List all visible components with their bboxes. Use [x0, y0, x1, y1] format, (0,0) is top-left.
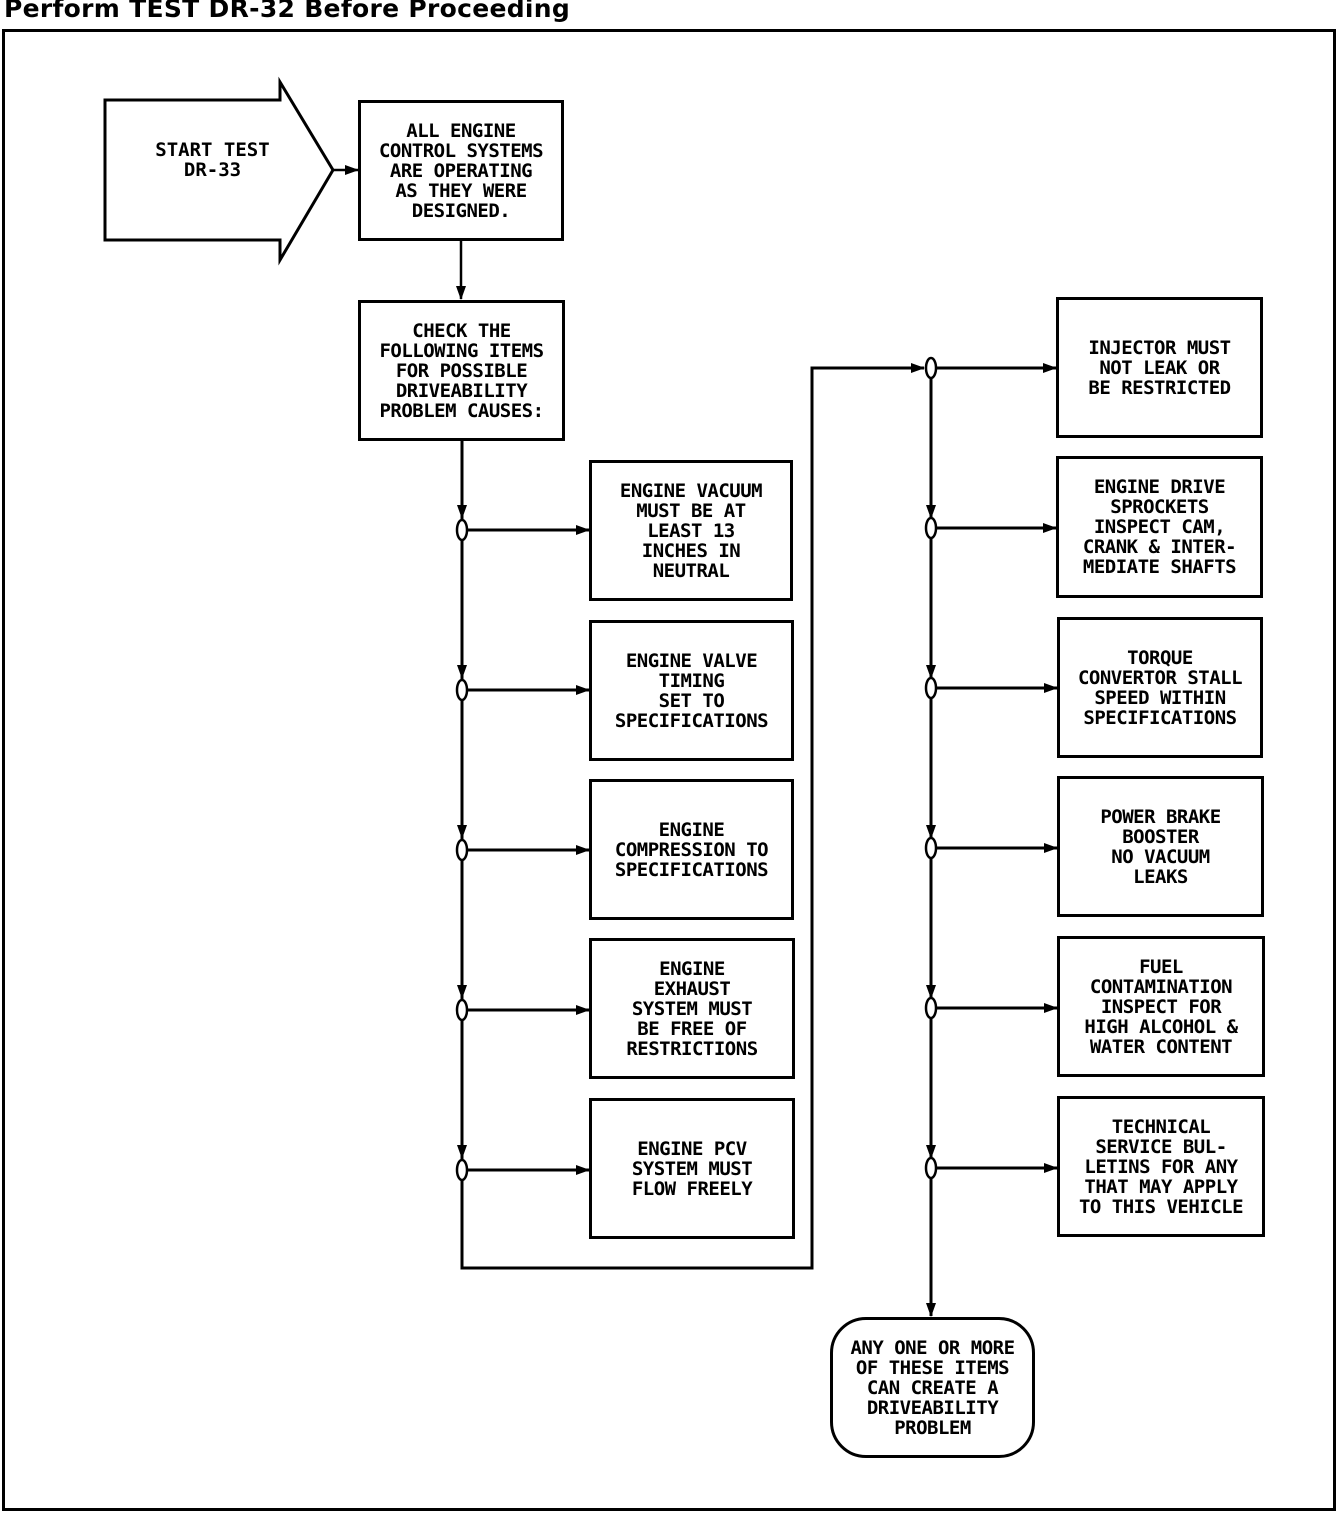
left-branch-3 — [455, 820, 590, 862]
left-item-valve-timing: ENGINE VALVE TIMING SET TO SPECIFICATION… — [589, 620, 794, 761]
left-branch-5 — [455, 1140, 590, 1182]
step-all-engine-systems: ALL ENGINE CONTROL SYSTEMS ARE OPERATING… — [358, 100, 564, 241]
right-branches — [924, 356, 1058, 1180]
right-item-service-bulletins: TECHNICAL SERVICE BUL- LETINS FOR ANY TH… — [1057, 1096, 1265, 1237]
right-item-brake-booster: POWER BRAKE BOOSTER NO VACUUM LEAKS — [1057, 776, 1264, 917]
left-item-exhaust: ENGINE EXHAUST SYSTEM MUST BE FREE OF RE… — [589, 938, 795, 1079]
diagram-frame — [2, 29, 1336, 1511]
right-item-fuel-contamination: FUEL CONTAMINATION INSPECT FOR HIGH ALCO… — [1057, 936, 1265, 1077]
right-item-drive-sprockets: ENGINE DRIVE SPROCKETS INSPECT CAM, CRAN… — [1056, 456, 1263, 598]
conclusion-note: ANY ONE OR MORE OF THESE ITEMS CAN CREAT… — [830, 1317, 1035, 1458]
left-item-compression: ENGINE COMPRESSION TO SPECIFICATIONS — [589, 779, 794, 920]
start-arrow-shape — [103, 76, 335, 266]
left-item-engine-vacuum: ENGINE VACUUM MUST BE AT LEAST 13 INCHES… — [589, 460, 793, 601]
page-title: Perform TEST DR-32 Before Proceeding — [4, 0, 571, 23]
start-test-label: START TEST DR-33 — [155, 139, 270, 181]
left-item-pcv: ENGINE PCV SYSTEM MUST FLOW FREELY — [589, 1098, 795, 1239]
left-branch-1 — [455, 500, 590, 542]
right-branch-1 — [924, 356, 1057, 380]
right-item-injector: INJECTOR MUST NOT LEAK OR BE RESTRICTED — [1056, 297, 1263, 438]
left-branch-4 — [455, 980, 590, 1022]
right-branch-5 — [924, 980, 1058, 1020]
right-branch-6 — [924, 1140, 1058, 1180]
right-item-torque-converter: TORQUE CONVERTOR STALL SPEED WITHIN SPEC… — [1057, 617, 1263, 758]
step-check-items: CHECK THE FOLLOWING ITEMS FOR POSSIBLE D… — [358, 300, 565, 441]
left-branches — [455, 500, 590, 1182]
right-branch-3 — [924, 660, 1058, 700]
right-branch-2 — [924, 500, 1057, 540]
right-branch-4 — [924, 820, 1058, 860]
left-branch-2 — [455, 660, 590, 702]
